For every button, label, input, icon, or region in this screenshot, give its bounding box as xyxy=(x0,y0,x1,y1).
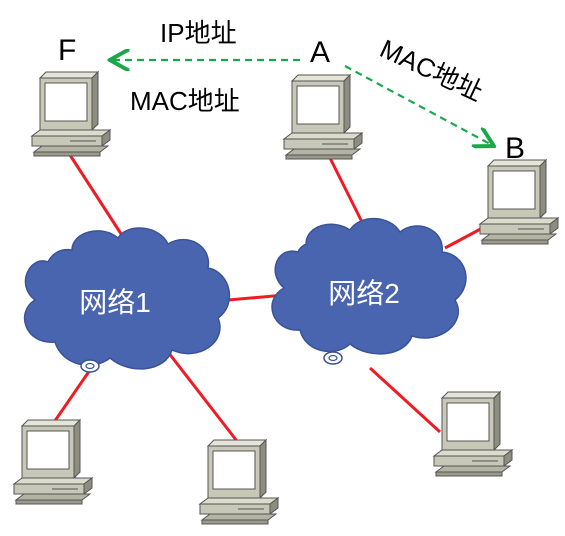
node-a-label: A xyxy=(310,36,330,69)
router-icon xyxy=(323,351,343,365)
network-cloud-1: 网络1 xyxy=(24,227,231,373)
computer-a-icon xyxy=(283,74,363,160)
link-f-net1 xyxy=(68,154,127,241)
node-f-label: F xyxy=(58,34,76,67)
mac-address-label-right: MAC地址 xyxy=(375,33,487,107)
link-net1-pc-bottom-left xyxy=(48,369,92,429)
link-net1-pc-bottom-mid xyxy=(166,351,242,446)
network-links xyxy=(48,154,489,446)
computer-bottom-right-icon xyxy=(433,391,513,477)
network-cloud-2: 网络2 xyxy=(271,217,467,365)
mac-address-label-left: MAC地址 xyxy=(130,86,240,116)
computer-bottom-left-icon xyxy=(13,419,93,505)
computer-b-icon xyxy=(479,159,559,245)
router-icon xyxy=(80,359,100,373)
network-2-label: 网络2 xyxy=(328,278,400,309)
node-b-label: B xyxy=(505,132,525,165)
network-1-label: 网络1 xyxy=(79,287,151,318)
computer-f-icon xyxy=(31,71,111,157)
arrow-a-to-b xyxy=(344,65,492,145)
ip-address-label: IP地址 xyxy=(160,18,237,48)
computer-bottom-mid-icon xyxy=(199,439,279,525)
link-net2-pc-bottom-right xyxy=(368,366,442,434)
